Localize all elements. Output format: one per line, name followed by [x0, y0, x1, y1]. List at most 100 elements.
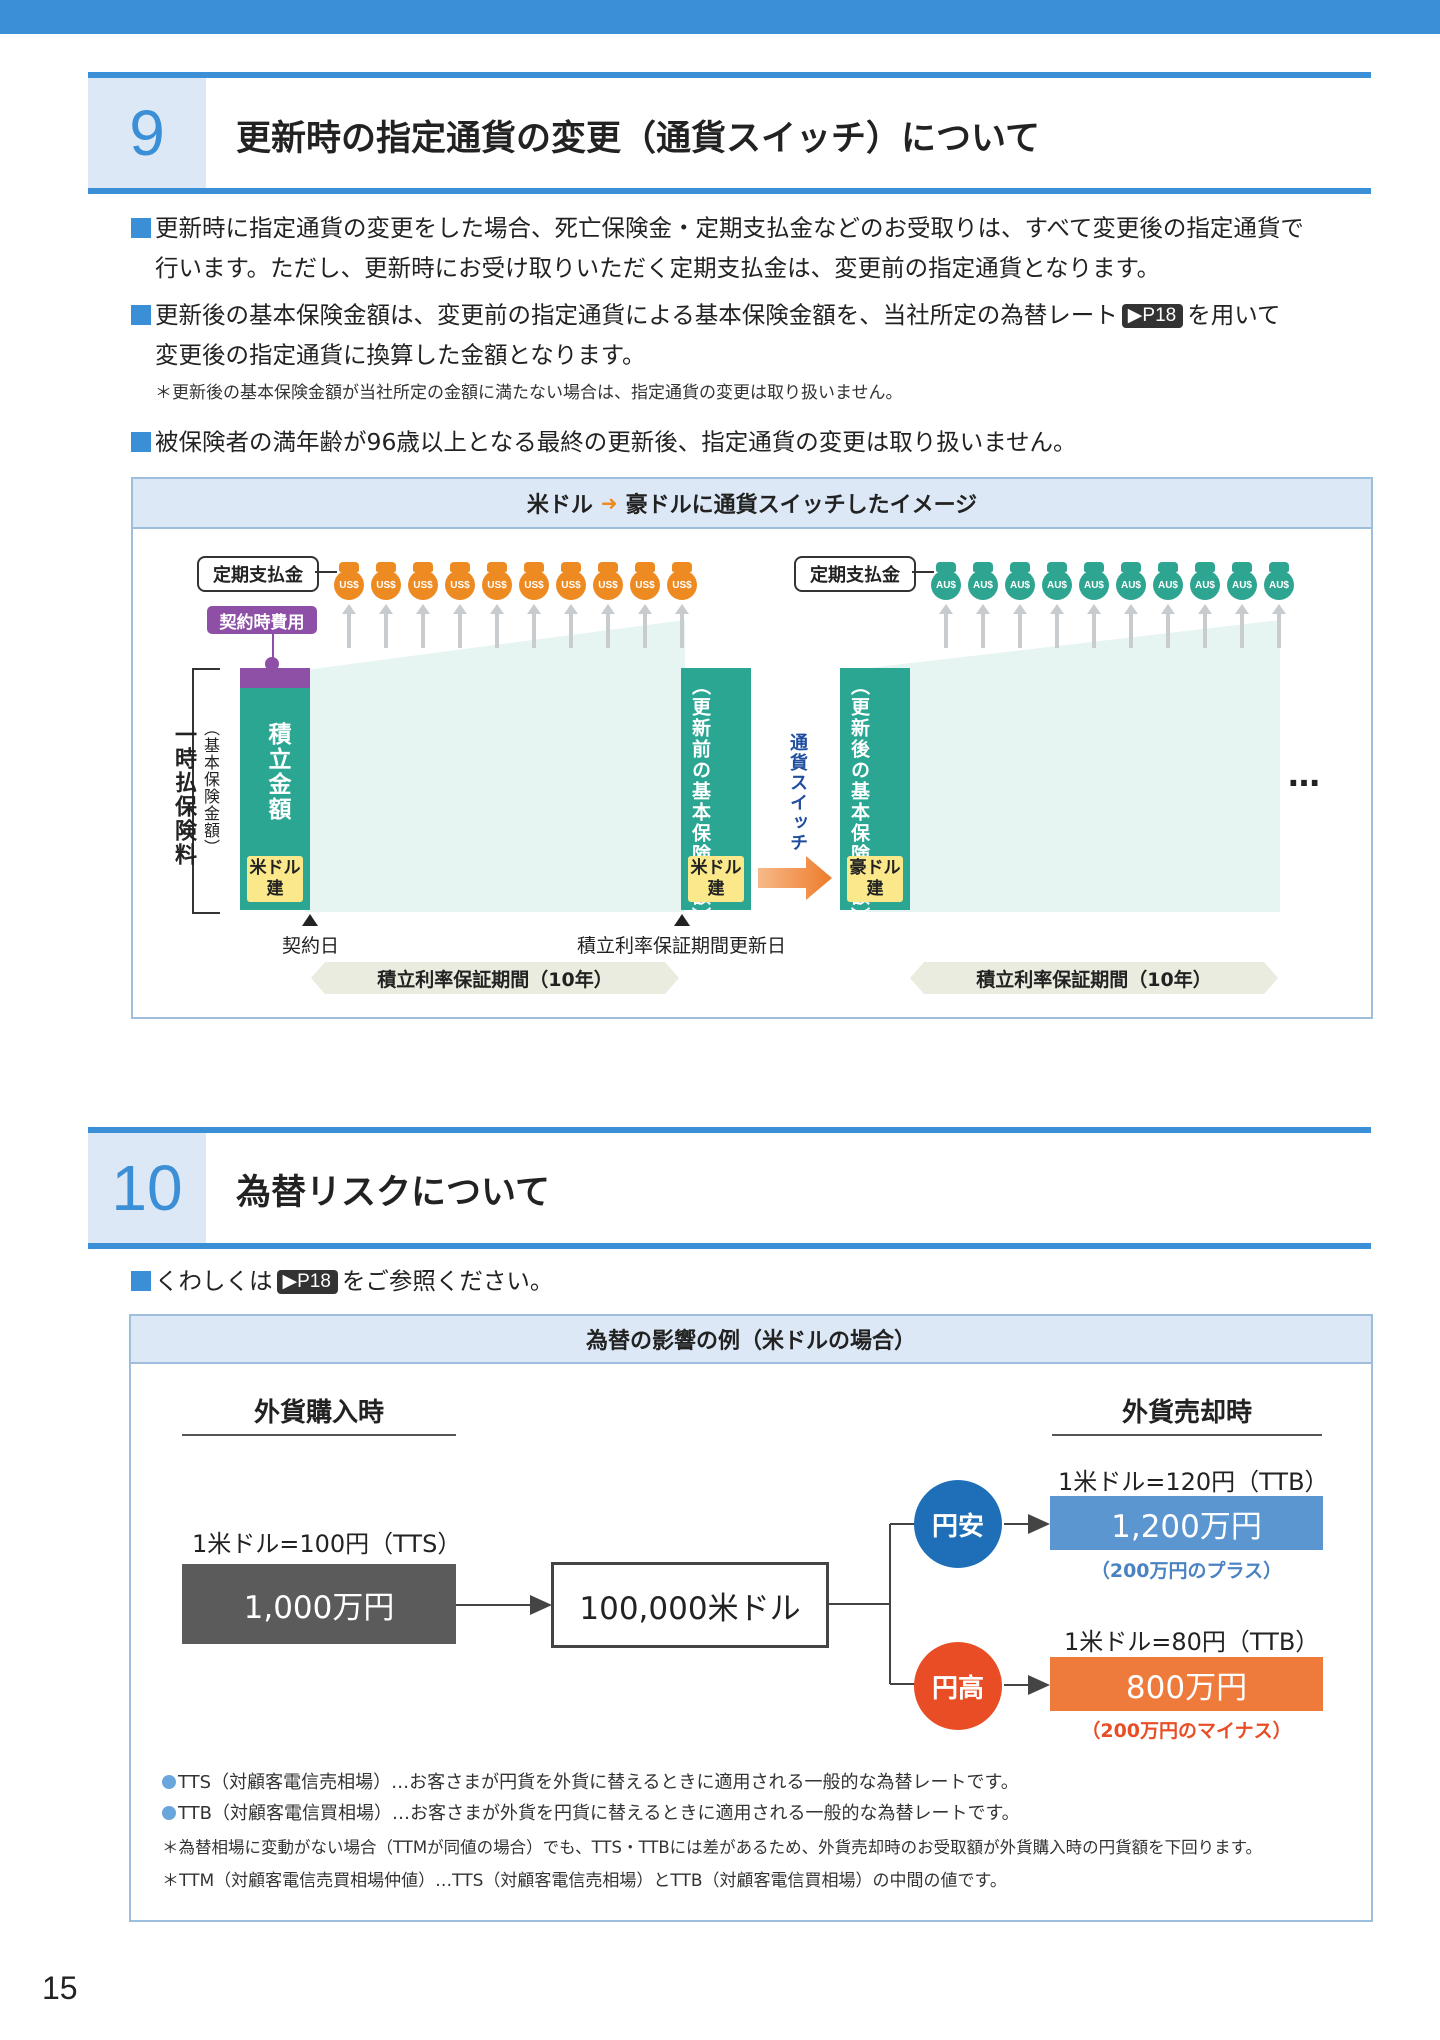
au-coin-icon: AU$	[968, 570, 998, 600]
us-coin-icon: US$	[482, 570, 512, 600]
section9-note: ＊更新後の基本保険金額が当社所定の金額に満たない場合は、指定通貨の変更は取り扱い…	[155, 383, 903, 403]
us-coin-bag-top	[672, 562, 692, 572]
us-coin-icon: US$	[371, 570, 401, 600]
arrow-up-icon	[453, 604, 467, 648]
arrow-right-icon: ➜	[600, 491, 618, 515]
continuation-ellipsis: …	[1288, 756, 1320, 794]
bullet-square	[131, 305, 151, 325]
weak-yen-note: （200万円のプラス）	[1090, 1560, 1283, 1582]
arrow-up-icon	[1087, 604, 1101, 648]
contract-cost-dot	[265, 657, 279, 671]
arrow-up-icon	[1050, 604, 1064, 648]
fx-example-box: 為替の影響の例（米ドルの場合）	[129, 1314, 1373, 1922]
contract-day-marker	[302, 914, 318, 926]
weak-yen-badge: 円安	[914, 1480, 1002, 1568]
arrow-up-icon	[675, 604, 689, 648]
sale-heading: 外貨売却時	[1121, 1398, 1252, 1428]
section10-number: 10	[88, 1133, 206, 1243]
us-coin-icon: US$	[667, 570, 697, 600]
weak-yen-amount: 1,200万円	[1050, 1496, 1323, 1550]
arrow-up-icon	[1013, 604, 1027, 648]
post-renewal-bar: （更新後の基本保険金額） 豪ドル建	[840, 668, 910, 928]
bullet-dot	[162, 1806, 176, 1820]
au-coin-bag-top	[1195, 562, 1215, 572]
para2-line1b: を用いて	[1187, 301, 1281, 329]
arrow-up-icon	[416, 604, 430, 648]
connector-line	[315, 571, 337, 573]
purchase-amount: 1,000万円	[182, 1564, 456, 1644]
au-coin-bag-top	[1232, 562, 1252, 572]
page-ref-link[interactable]: ▶P18	[276, 1270, 338, 1294]
arrow-up-icon	[939, 604, 953, 648]
contract-cost-badge: 契約時費用	[207, 606, 317, 634]
arrow-strong-yen-icon	[1004, 1675, 1050, 1695]
sale-heading-rule	[1052, 1434, 1322, 1436]
periodic-payment-label-left: 定期支払金	[197, 556, 319, 592]
para1-line1: 更新時に指定通貨の変更をした場合、死亡保険金・定期支払金などのお受取りは、すべて…	[155, 214, 1304, 242]
bullet-square	[131, 1271, 151, 1291]
diagram-header: 米ドル ➜ 豪ドルに通貨スイッチしたイメージ	[133, 479, 1371, 529]
au-coin-bag-top	[936, 562, 956, 572]
usd-denominated-tag: 米ドル建	[688, 856, 744, 902]
arrow-up-icon	[490, 604, 504, 648]
contract-cost-line	[272, 634, 274, 662]
section10-title: 為替リスクについて	[236, 1173, 550, 1213]
fund-area	[305, 620, 1280, 912]
arrow-up-icon	[1235, 604, 1249, 648]
arrow-up-icon	[1272, 604, 1286, 648]
premium-bracket	[192, 668, 220, 914]
arrow-up-icon	[342, 604, 356, 648]
section10-top-rule	[88, 1127, 1371, 1133]
au-coin-icon: AU$	[1227, 570, 1257, 600]
purchase-heading-rule	[182, 1434, 456, 1436]
section9-title: 更新時の指定通貨の変更（通貨スイッチ）について	[236, 119, 1040, 159]
contract-day-label: 契約日	[282, 935, 340, 957]
arrow-up-icon	[601, 604, 615, 648]
arrow-up-icon	[527, 604, 541, 648]
strong-yen-badge: 円高	[914, 1642, 1002, 1730]
page-number: 15	[42, 1970, 78, 2006]
fx-box-header: 為替の影響の例（米ドルの場合）	[131, 1316, 1371, 1364]
section9-para2: 更新後の基本保険金額は、変更前の指定通貨による基本保険金額を、当社所定の為替レー…	[131, 295, 1281, 375]
us-coin-icon: US$	[556, 570, 586, 600]
arrow-weak-yen-icon	[1004, 1514, 1050, 1534]
bullet-dot	[162, 1775, 176, 1789]
page-ref-link[interactable]: ▶P18	[1121, 304, 1184, 328]
premium-sublabel: （基本保険金額）	[201, 720, 220, 856]
us-coin-icon: US$	[408, 570, 438, 600]
bullet-square	[131, 218, 151, 238]
arrow-up-icon	[976, 604, 990, 648]
section9-number: 9	[88, 78, 206, 188]
strong-yen-amount: 800万円	[1050, 1657, 1323, 1711]
accumulated-amount-bar: 積立金額 米ドル建	[240, 688, 310, 910]
section10-bottom-rule	[88, 1243, 1371, 1249]
us-coin-bag-top	[635, 562, 655, 572]
us-coin-bag-top	[413, 562, 433, 572]
us-coin-icon: US$	[445, 570, 475, 600]
renewal-day-label: 積立利率保証期間更新日	[577, 935, 787, 957]
note-tts: TTS（対顧客電信売相場）…お客さまが円貨を外貨に替えるときに適用される一般的な…	[162, 1768, 1019, 1794]
us-coin-icon: US$	[593, 570, 623, 600]
arrow-up-icon	[379, 604, 393, 648]
note-ttm-difference: ＊為替相場に変動がない場合（TTMが同値の場合）でも、TTS・TTBには差がある…	[162, 1838, 1262, 1857]
premium-label: 一時払保険料	[171, 723, 196, 867]
au-coin-icon: AU$	[1153, 570, 1183, 600]
note-ttm-definition: ＊TTM（対顧客電信売買相場仲値）…TTS（対顧客電信売相場）とTTB（対顧客電…	[162, 1871, 1007, 1891]
au-coin-icon: AU$	[1005, 570, 1035, 600]
currency-switch-label: 通貨スイッチ	[787, 733, 808, 853]
switch-arrow-icon	[758, 856, 832, 900]
us-coin-icon: US$	[334, 570, 364, 600]
para2-line1a: 更新後の基本保険金額は、変更前の指定通貨による基本保険金額を、当社所定の為替レー…	[155, 301, 1118, 329]
section9-para3: 被保険者の満年齢が96歳以上となる最終の更新後、指定通貨の変更は取り扱いません。	[131, 422, 1077, 462]
us-coin-bag-top	[450, 562, 470, 572]
au-coin-icon: AU$	[1079, 570, 1109, 600]
au-coin-bag-top	[973, 562, 993, 572]
section9-para1: 更新時に指定通貨の変更をした場合、死亡保険金・定期支払金などのお受取りは、すべて…	[131, 208, 1304, 288]
au-coin-bag-top	[1010, 562, 1030, 572]
us-coin-bag-top	[598, 562, 618, 572]
foreign-currency-amount: 100,000米ドル	[551, 1562, 829, 1648]
us-coin-bag-top	[487, 562, 507, 572]
au-coin-bag-top	[1158, 562, 1178, 572]
arrow-up-icon	[1161, 604, 1175, 648]
au-coin-icon: AU$	[931, 570, 961, 600]
